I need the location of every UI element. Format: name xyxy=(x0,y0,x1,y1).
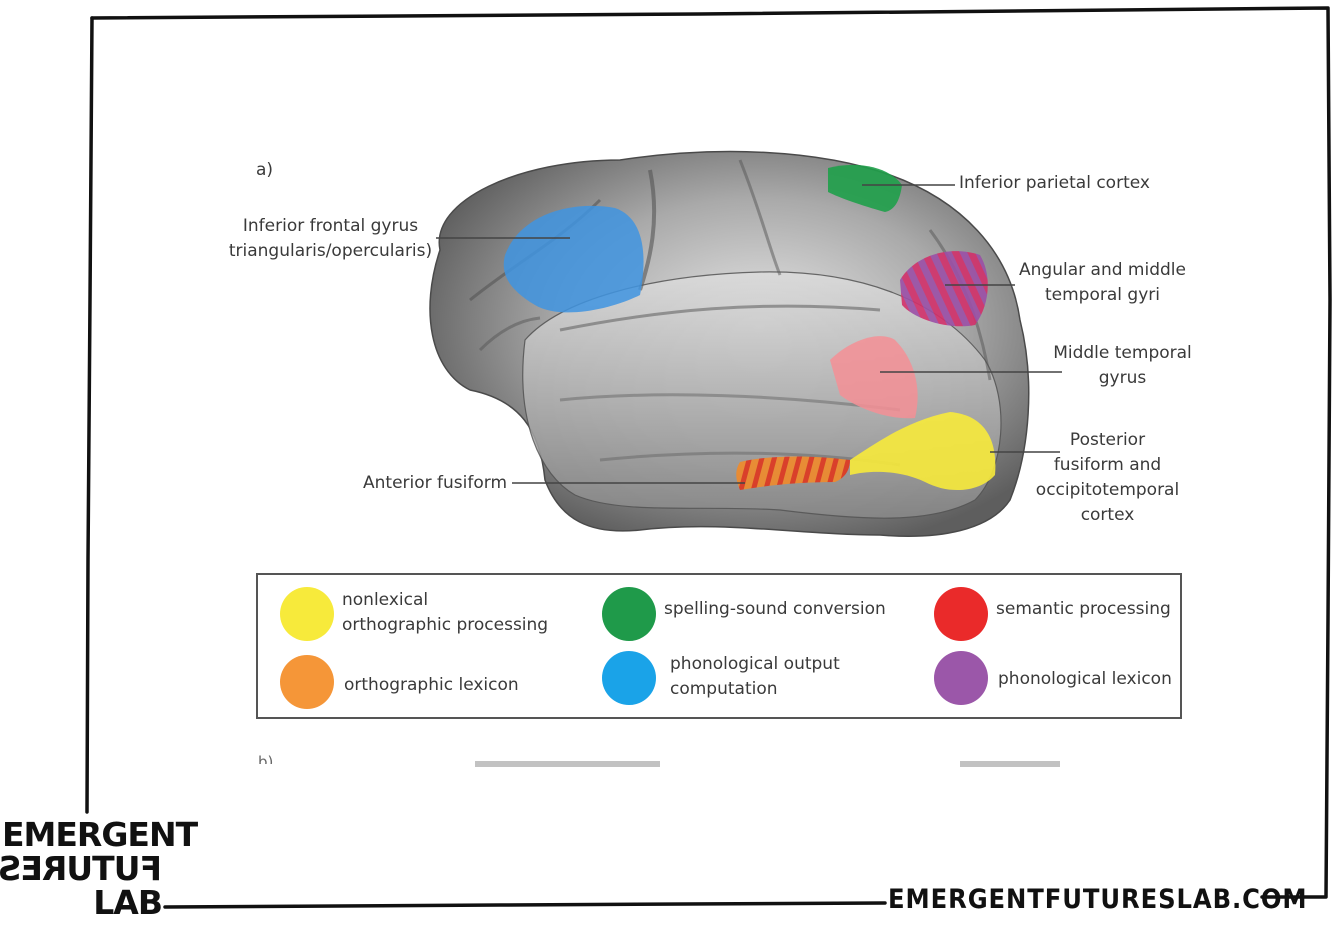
label-posterior-fusiform: Posterior fusiform and occipitotemporal … xyxy=(1035,430,1180,525)
legend-label-semantic: semantic processing xyxy=(996,599,1171,619)
region-ipc-green xyxy=(828,164,902,212)
legend-label-spelling-sound: spelling-sound conversion xyxy=(664,599,886,619)
logo-line-emergent: EMERGENT xyxy=(2,815,198,854)
website-url: EMERGENTFUTURESLAB.COM xyxy=(888,884,1308,915)
region-mtg-red xyxy=(830,336,918,419)
legend-dot-green xyxy=(602,587,656,641)
legend-label-nonlexical: nonlexical orthographic processing xyxy=(342,590,549,635)
label-anterior-fusiform: Anterior fusiform xyxy=(363,473,508,493)
region-antfusiform-orange xyxy=(736,456,850,490)
legend-dot-blue xyxy=(602,651,656,705)
legend-dot-orange xyxy=(280,655,334,709)
panel-b-fragment xyxy=(475,761,1060,767)
region-ifg-blue xyxy=(503,205,644,313)
frame-border-bottom xyxy=(163,901,887,909)
label-middle-temporal-gyrus: Middle temporal gyrus xyxy=(1053,343,1192,388)
label-angular-middle-temporal: Angular and middle temporal gyri xyxy=(1019,260,1186,305)
legend-dot-red xyxy=(934,587,988,641)
region-angular-purple xyxy=(900,251,988,327)
frame-border-left xyxy=(85,16,94,814)
label-inferior-frontal-gyrus: Inferior frontal gyrus triangularis/oper… xyxy=(228,216,433,261)
legend: nonlexical orthographic processing spell… xyxy=(256,573,1182,719)
panel-a-label: a) xyxy=(256,160,274,180)
region-postfusiform-yellow xyxy=(850,412,996,491)
label-inferior-parietal-cortex: Inferior parietal cortex xyxy=(959,173,1150,193)
legend-dot-purple xyxy=(934,651,988,705)
frame-border xyxy=(90,6,1332,899)
legend-label-orthographic-lexicon: orthographic lexicon xyxy=(344,675,519,695)
legend-dot-yellow xyxy=(280,587,334,641)
legend-label-phonological-lexicon: phonological lexicon xyxy=(998,669,1172,689)
brain-illustration xyxy=(429,150,1030,537)
logo-line-lab: LAB xyxy=(93,883,163,922)
leader-lines xyxy=(436,184,1062,484)
emergent-futures-lab-logo: EMERGENT FUTURES LAB xyxy=(0,815,198,922)
panel-b-label: b) xyxy=(258,753,274,764)
legend-label-phonological-output: phonological output computation xyxy=(670,654,840,699)
logo-line-futures: FUTURES xyxy=(0,849,162,888)
